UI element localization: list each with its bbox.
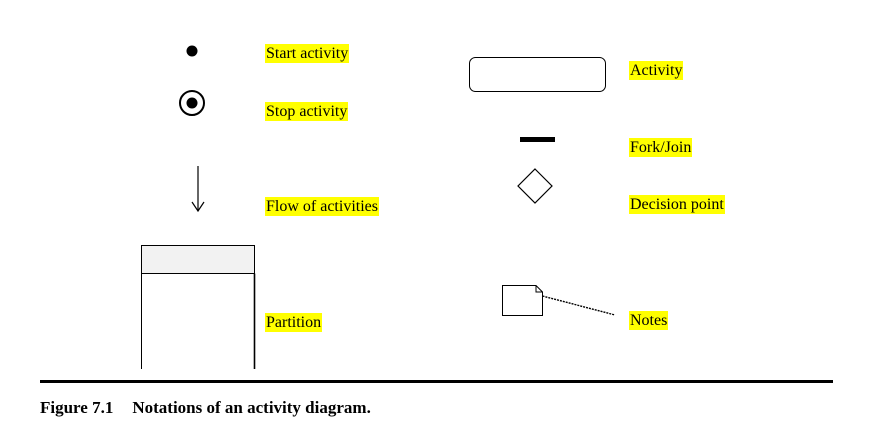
caption-rule (40, 380, 833, 383)
label-notes: Notes (629, 311, 669, 330)
stop-node-icon (179, 90, 205, 116)
note-icon (502, 285, 616, 316)
label-stop-activity: Stop activity (265, 102, 349, 121)
figure-caption-text: Notations of an activity diagram. (132, 398, 371, 417)
label-activity: Activity (629, 61, 684, 80)
figure-number: Figure 7.1 (40, 398, 114, 417)
start-node-icon (186, 45, 198, 57)
fork-join-bar-icon (520, 137, 555, 142)
figure-caption: Figure 7.1 Notations of an activity diagr… (40, 398, 371, 418)
label-flow-of-activities: Flow of activities (265, 197, 379, 216)
label-start-activity: Start activity (265, 44, 350, 63)
activity-notation-diagram (141, 45, 616, 369)
activity-node-icon (469, 57, 606, 92)
label-partition: Partition (265, 313, 323, 332)
label-fork-join: Fork/Join (629, 138, 693, 157)
label-decision-point: Decision point (629, 195, 725, 214)
flow-arrow-icon (191, 166, 205, 213)
partition-icon (141, 245, 256, 369)
decision-diamond-icon (517, 168, 553, 204)
